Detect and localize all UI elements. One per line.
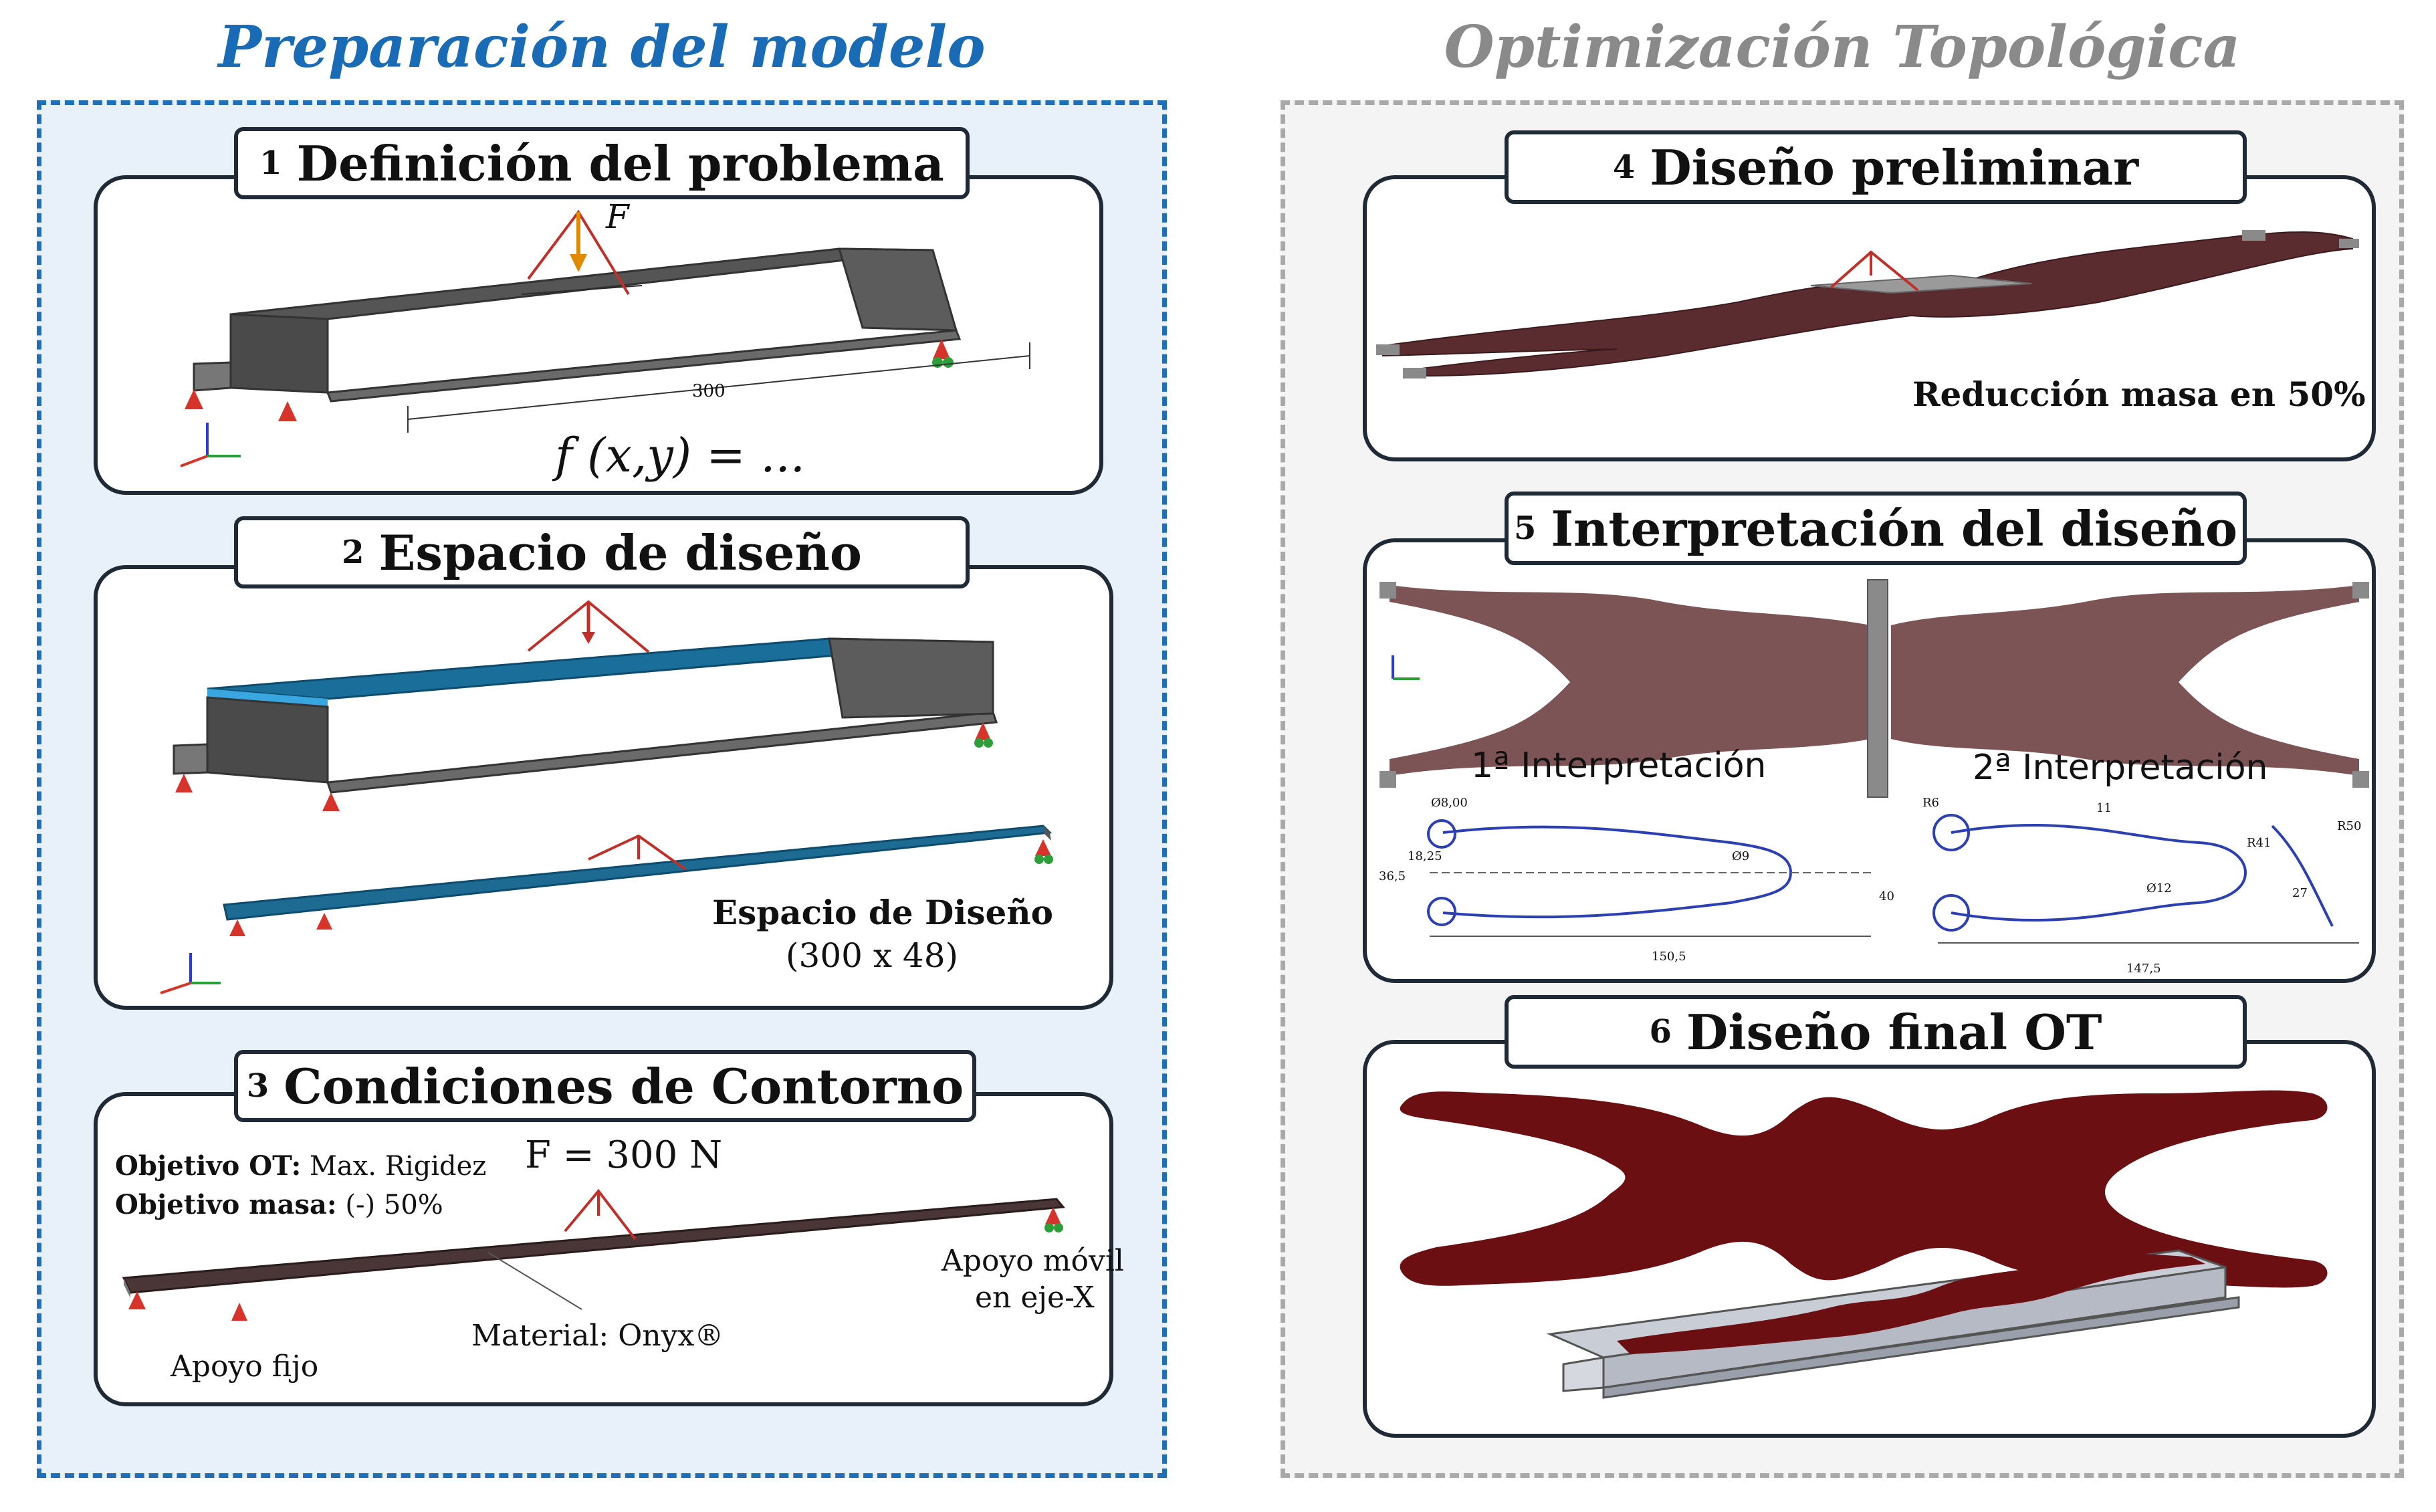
beam-left-flange (193, 361, 232, 392)
support-roller-icon (1045, 1207, 1061, 1224)
design-space-model (160, 600, 1053, 994)
boundary-conditions-model (122, 1188, 1065, 1321)
dim-label: 27 (2292, 886, 2308, 900)
dim-label: 147,5 (2126, 962, 2161, 976)
topology-shape (1891, 585, 2359, 776)
dim-label: Ø12 (2146, 881, 2172, 895)
panel-design-space (94, 565, 1113, 1010)
final-design-shape (1400, 1090, 2328, 1399)
topology-shape (1390, 585, 1871, 776)
load-lines (564, 1188, 637, 1240)
beam-left-flange (173, 743, 209, 775)
tab-boundary-conditions: 3 Condiciones de Contorno (234, 1050, 976, 1122)
dim-label: 18,25 (1408, 849, 1442, 863)
right-group-title: Optimización Topológica (1444, 13, 2241, 81)
dim-label: R41 (2247, 836, 2272, 850)
beam-front-web (229, 313, 329, 394)
design-space-size: (300 x 48) (786, 936, 959, 975)
panel-title: Espacio de diseño (378, 524, 862, 581)
tab-preliminary-design: 4 Diseño preliminar (1505, 130, 2247, 204)
panel-number: 2 (342, 534, 364, 571)
objective-ot: Objetivo OT: Max. Rigidez (115, 1150, 486, 1182)
objective-mass-value: (-) 50% (345, 1190, 443, 1220)
left-group-title: Preparación del modelo (218, 13, 986, 81)
axis-triad-icon (160, 953, 221, 994)
fixed-support-label: Apoyo fijo (171, 1349, 319, 1384)
material-label: Material: Onyx® (471, 1319, 724, 1353)
beam-bottom-flange (326, 711, 998, 794)
axis-triad-icon (180, 423, 241, 467)
objective-ot-value: Max. Rigidez (309, 1151, 487, 1182)
panel-title: Diseño preliminar (1650, 138, 2139, 196)
mobile-support-label-line2: en eje-X (975, 1281, 1095, 1315)
support-fixed-icon (231, 1303, 247, 1321)
support-fixed-icon (175, 774, 193, 792)
support-fixed-icon (322, 792, 340, 811)
interpretation-shape (1379, 579, 2369, 944)
beam-front-web (206, 696, 329, 784)
mobile-support-label-line1: Apoyo móvil (942, 1244, 1124, 1278)
objective-mass-key: Objetivo masa: (115, 1189, 337, 1220)
beam-bottom-flange (326, 329, 962, 403)
dim-label: 40 (1879, 889, 1894, 903)
tab-design-interpretation: 5 Interpretación del diseño (1505, 492, 2247, 565)
interpretation-2-label: 2ª Interpretación (1973, 748, 2268, 788)
interpretation-1-label: 1ª Interpretación (1471, 746, 1767, 786)
tab-final-design: 6 Diseño final OT (1505, 995, 2247, 1069)
panel-number: 3 (246, 1067, 269, 1105)
force-label: F (606, 197, 629, 236)
panel-title: Interpretación del diseño (1551, 500, 2238, 557)
preliminary-design-shape (1376, 230, 2359, 379)
material-plate (122, 1198, 1065, 1294)
objective-mass: Objetivo masa: (-) 50% (115, 1189, 443, 1220)
panel-number: 6 (1649, 1013, 1672, 1051)
beam-right-face (837, 247, 958, 332)
beam-bottom-flange (1602, 1296, 2240, 1399)
support-roller-icon (975, 722, 991, 740)
support-fixed-icon (316, 913, 332, 930)
beam-3d-model (180, 209, 1030, 467)
force-arrow-head (570, 254, 587, 272)
support-fixed-icon (185, 389, 203, 409)
support-roller-icon (933, 339, 950, 359)
topology-inlay (1617, 1254, 2205, 1354)
panel-title: Condiciones de Contorno (284, 1057, 964, 1115)
tab-design-space: 2 Espacio de diseño (234, 516, 970, 588)
panel-number: 4 (1612, 148, 1636, 186)
topology-shape (1400, 1090, 2328, 1288)
tab-problem-definition: 1 Definición del problema (234, 127, 970, 199)
dim-label: Ø9 (1732, 849, 1750, 863)
support-roller-icon (1035, 839, 1051, 856)
dim-label: Ø8,00 (1431, 796, 1468, 810)
beam-right-face (828, 637, 994, 719)
material-leader-line (487, 1252, 582, 1310)
panel-number: 5 (1513, 510, 1537, 547)
support-fixed-icon (229, 920, 245, 936)
panel-number: 1 (259, 144, 282, 182)
objective-ot-key: Objetivo OT: (115, 1150, 302, 1182)
beam-left-flange (1562, 1356, 1605, 1392)
dimension-label: 300 (692, 381, 726, 401)
panel-title: Diseño final OT (1686, 1003, 2102, 1061)
force-value-label: F = 300 N (525, 1133, 723, 1177)
sketch-interpretation-2 (1932, 814, 2334, 932)
dim-label: R50 (2337, 819, 2362, 833)
support-fixed-icon (128, 1291, 146, 1309)
dimension-line (407, 355, 1030, 420)
dim-label: 11 (2096, 801, 2112, 815)
panel-title: Definición del problema (296, 134, 944, 192)
axis-triad-icon (1392, 655, 1420, 680)
design-space-label: Espacio de Diseño (712, 893, 1054, 932)
mass-reduction-label: Reducción masa en 50% (1912, 374, 2366, 414)
dim-label: 150,5 (1652, 950, 1686, 964)
formula-text: f (x,y) = ... (555, 428, 805, 483)
support-fixed-icon (278, 401, 297, 421)
dim-label: 36,5 (1379, 869, 1406, 883)
dim-label: R6 (1922, 796, 1940, 810)
